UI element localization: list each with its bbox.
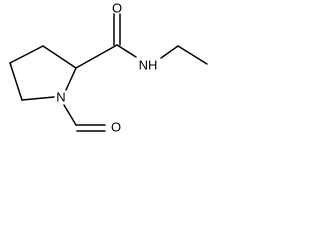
ring-bond-n1-c2 (65, 67, 77, 91)
ring-bond-c5-n1 (21, 96, 55, 101)
ring-bond-c3-c4 (9, 45, 44, 64)
ring-nitrogen-label: N (56, 90, 65, 105)
bond-carbonyl-to-amide-n (116, 44, 137, 58)
bond-amide-n-to-ethyl (160, 45, 179, 59)
carbonyl-oxygen-label: O (112, 1, 122, 16)
bond-c2-carbonyl-carbon (75, 44, 118, 69)
ring-bond-c2-c3 (42, 45, 77, 69)
ring-bond-c4-c5 (9, 62, 23, 101)
bond-ethyl-ch2-ch3 (177, 45, 208, 65)
chemical-structure: N O NH O (9, 1, 208, 135)
formyl-oxygen-label: O (111, 120, 121, 135)
bond-n1-formyl-carbon (63, 104, 77, 126)
amide-nh-label: NH (139, 58, 158, 73)
